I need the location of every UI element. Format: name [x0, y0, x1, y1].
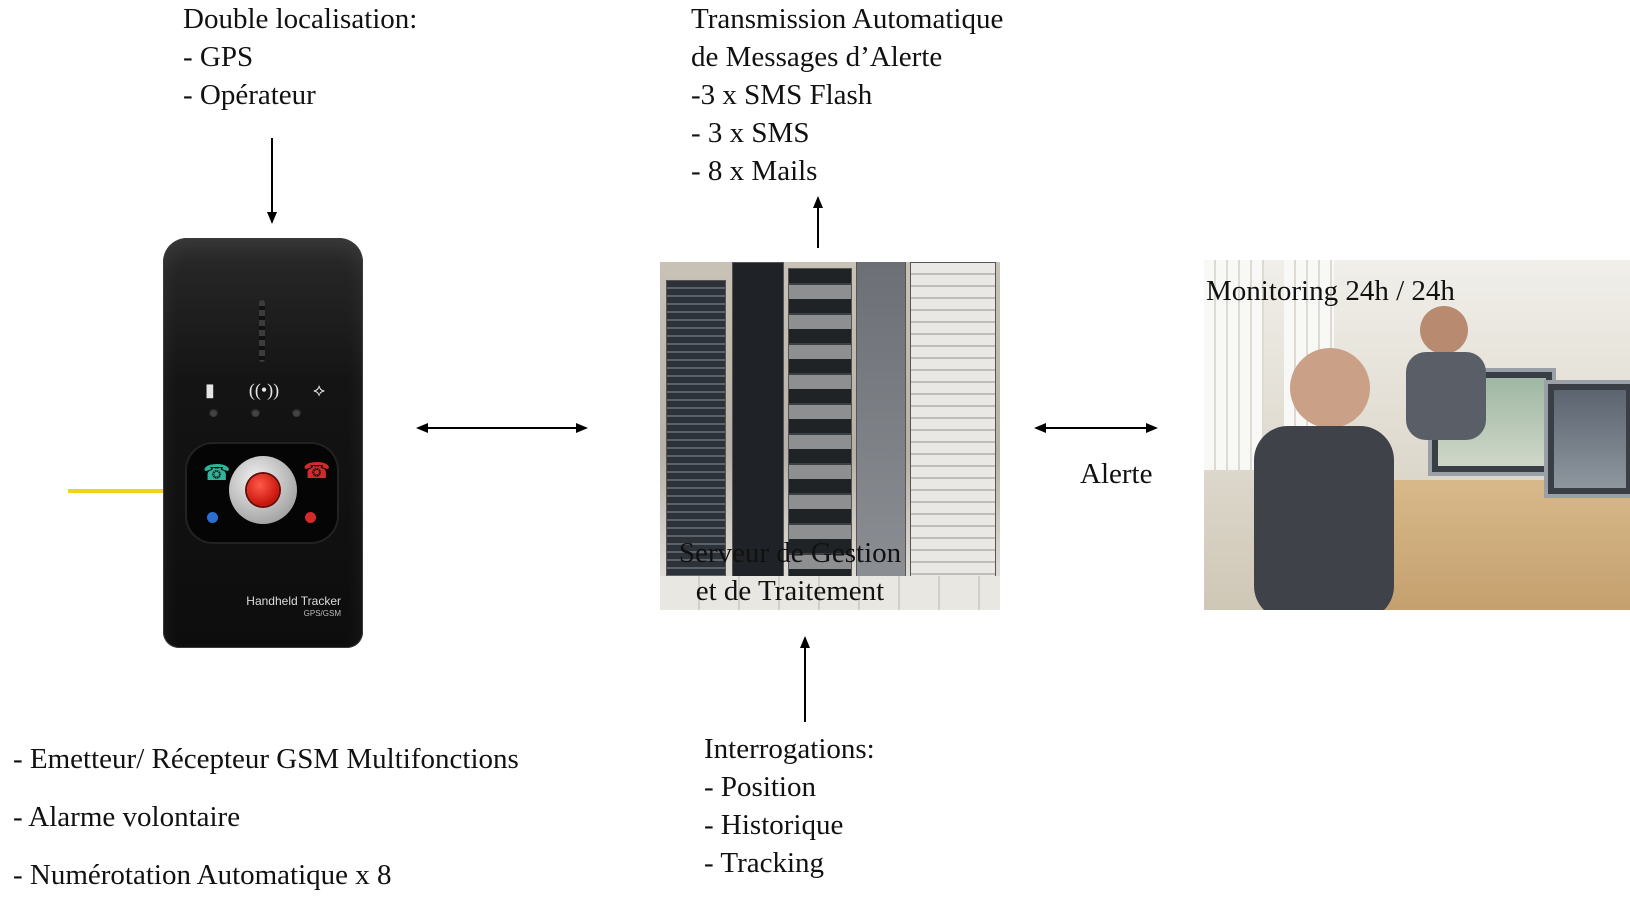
server-rack — [788, 268, 852, 582]
server-rack — [732, 262, 784, 582]
interrogation-item-tracking: - Tracking — [704, 847, 825, 879]
gsm-signal-icon: ((•)) — [248, 380, 280, 400]
satellite-icon: ⟡ — [313, 380, 325, 400]
interrogation-item-history: - Historique — [704, 809, 844, 841]
operator-at-keyboard — [1254, 348, 1394, 610]
server-rack — [910, 262, 996, 582]
transmission-item-sms-flash: -3 x SMS Flash — [691, 79, 873, 111]
localisation-item-operator: - Opérateur — [183, 79, 316, 111]
red-key-dot — [305, 512, 316, 523]
call-key-icon: ☎ — [203, 460, 231, 485]
transmission-title: Transmission Automatique — [691, 3, 1004, 35]
battery-led — [209, 408, 218, 417]
transmission-subtitle: de Messages d’Alerte — [691, 41, 943, 73]
transmission-item-sms: - 3 x SMS — [691, 117, 810, 149]
server-room-photo — [660, 262, 1000, 610]
feature-voluntary-alarm: - Alarme volontaire — [13, 801, 241, 833]
operator-on-phone — [1406, 306, 1486, 440]
end-key-icon: ☎ — [303, 458, 331, 483]
status-leds — [209, 408, 301, 417]
localisation-title: Double localisation: — [183, 3, 418, 35]
gps-tracker-device: ▮ ((•)) ⟡ ☎ ☎ Handheld Tracker GPS/GSM — [163, 238, 363, 648]
interrogations-block: Interrogations: - Position - Historique … — [704, 730, 875, 882]
battery-icon: ▮ — [205, 380, 215, 400]
monitoring-caption: Monitoring 24h / 24h — [1206, 275, 1455, 307]
speaker-grille — [259, 300, 265, 362]
server-room-floor — [660, 576, 1000, 610]
localisation-block: Double localisation: - GPS - Opérateur — [183, 0, 417, 114]
interrogations-title: Interrogations: — [704, 733, 875, 765]
device-features: - Emetteur/ Récepteur GSM Multifonctions… — [13, 730, 519, 904]
server-caption: Serveur de Gestion et de Traitement — [662, 534, 918, 610]
interrogation-item-position: - Position — [704, 771, 816, 803]
device-brand: Handheld Tracker — [246, 594, 341, 608]
server-rack — [856, 262, 906, 582]
feature-gsm-transceiver: - Emetteur/ Récepteur GSM Multifonctions — [13, 743, 519, 775]
blue-key-dot — [207, 512, 218, 523]
server-caption-line1: Serveur de Gestion — [678, 537, 902, 569]
transmission-item-mails: - 8 x Mails — [691, 155, 818, 187]
device-brand-sub: GPS/GSM — [303, 609, 341, 618]
feature-auto-dial: - Numérotation Automatique x 8 — [13, 859, 392, 891]
transmission-block: Transmission Automatique de Messages d’A… — [691, 0, 1003, 190]
localisation-item-gps: - GPS — [183, 41, 254, 73]
monitor-screen — [1544, 380, 1630, 498]
window-blinds — [1204, 260, 1264, 470]
sos-button — [247, 474, 279, 506]
gps-led — [292, 408, 301, 417]
monitoring-center-photo — [1204, 260, 1630, 610]
server-caption-line2: et de Traitement — [695, 575, 885, 607]
server-rack — [666, 280, 726, 582]
alert-label: Alerte — [1080, 458, 1153, 490]
status-icons: ▮ ((•)) ⟡ — [205, 380, 325, 404]
gsm-led — [250, 408, 260, 417]
